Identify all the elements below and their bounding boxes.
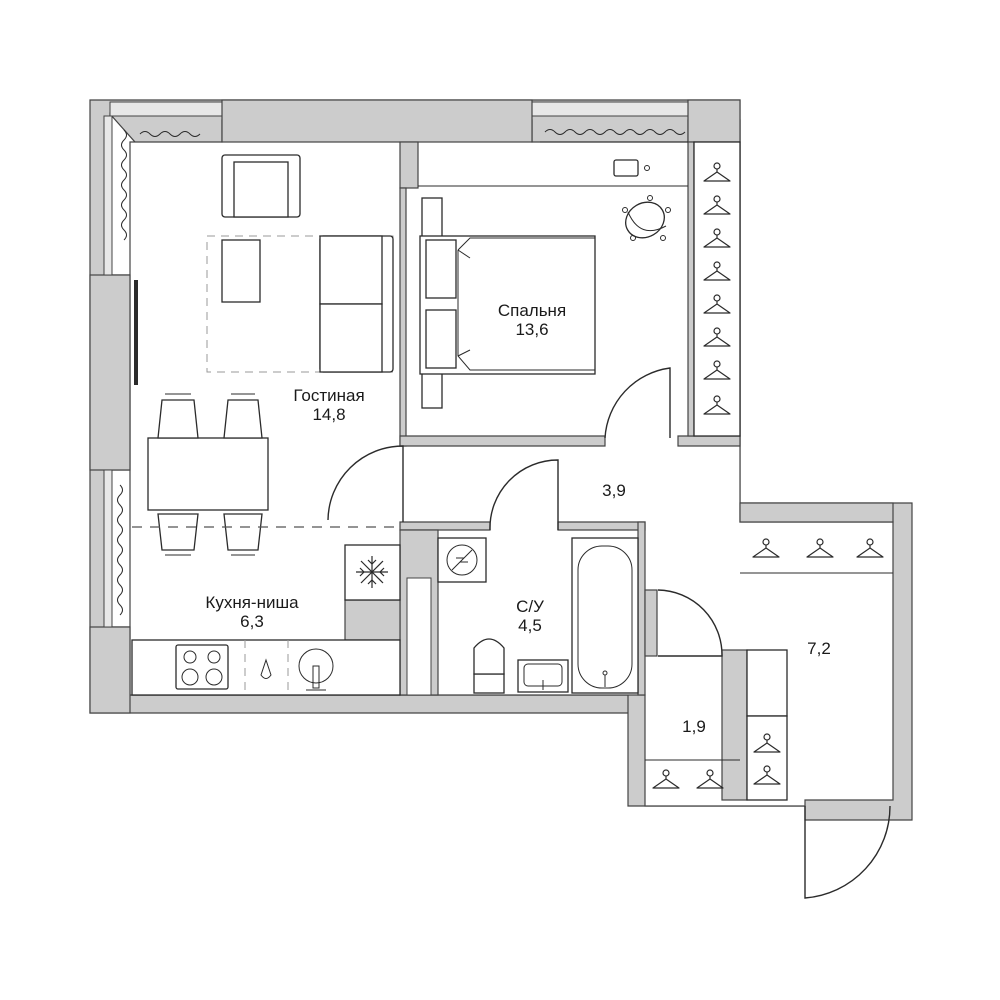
curtain-top	[139, 131, 201, 137]
wardrobe-partition	[687, 141, 695, 437]
bedroom-door	[604, 367, 671, 439]
room-name-living: Гостиная	[293, 386, 364, 405]
wall-bedroom-bottom-right	[677, 435, 741, 447]
curtain-icon-lower	[117, 484, 123, 616]
wall-living-bedroom	[399, 141, 419, 189]
nightstand	[421, 369, 443, 409]
wall-bedroom-bottom	[399, 435, 606, 447]
dining-chair	[223, 513, 263, 551]
room-area-hall: 3,9	[602, 481, 626, 500]
wall-bathroom-top-right	[557, 521, 646, 531]
window-left-upper	[103, 115, 113, 276]
entry-wardrobe	[746, 715, 788, 801]
closet-door	[657, 589, 723, 657]
wall-closet-right	[721, 649, 748, 801]
curtain-icon	[121, 129, 127, 241]
wall-bathroom-right	[637, 521, 646, 696]
living-door	[327, 445, 404, 522]
window-top-left	[109, 101, 223, 117]
room-area-bedroom: 13,6	[515, 320, 548, 339]
kitchen-counter	[131, 639, 401, 696]
wall-block-corner	[687, 99, 741, 143]
room-area-entry: 7,2	[807, 639, 831, 658]
office-chair	[622, 195, 671, 241]
wall-entry-top	[739, 502, 894, 523]
washing-machine-icon	[446, 544, 478, 576]
wall-living-bedroom-2	[399, 187, 407, 447]
dining-chair	[223, 399, 263, 439]
wall-closet-left	[644, 589, 658, 657]
room-name-bathroom: С/У	[516, 597, 544, 616]
entrance-door	[804, 805, 891, 899]
sofa	[319, 235, 394, 373]
bed	[419, 235, 596, 375]
room-area-kitchen: 6,3	[240, 612, 264, 631]
wall-kitchen-fridge	[344, 599, 401, 641]
curtain-top-right	[544, 129, 686, 135]
wall-block-top	[221, 99, 533, 143]
room-area-bathroom: 4,5	[518, 616, 542, 635]
toilet-icon	[473, 638, 505, 694]
entry-cabinet	[746, 649, 788, 717]
armchair	[221, 154, 301, 218]
dining-table	[147, 437, 269, 511]
room-area-closet: 1,9	[682, 717, 706, 736]
wall-block-bottom-left	[89, 626, 131, 714]
shaft-inner	[406, 577, 432, 696]
window-left-lower	[103, 469, 113, 628]
room-area-living: 14,8	[312, 405, 345, 424]
sink-icon	[298, 648, 334, 691]
wall-block-left	[89, 274, 131, 471]
dining-chair	[157, 513, 199, 551]
wardrobe	[693, 141, 741, 437]
window-top-right	[531, 101, 689, 117]
wall-bathroom-top	[399, 521, 491, 531]
stove-icon	[175, 644, 229, 690]
coffee-table	[221, 239, 261, 303]
desk	[613, 159, 639, 177]
dining-chair	[157, 399, 199, 439]
dishwasher-icon	[260, 658, 272, 679]
room-name-bedroom: Спальня	[498, 301, 566, 320]
bathroom-door	[489, 459, 559, 531]
bathtub-icon	[571, 537, 639, 694]
nightstand	[421, 197, 443, 239]
snowflake-icon	[356, 556, 388, 588]
room-name-kitchen: Кухня-ниша	[205, 593, 299, 612]
